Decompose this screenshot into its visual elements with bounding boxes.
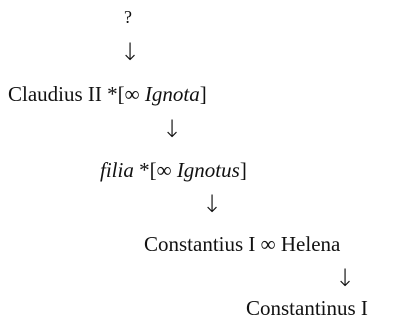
constantinus-label: Constantinus I: [246, 296, 368, 320]
claudius-name: Claudius II: [8, 82, 102, 106]
descent-arrow-4: ↓: [335, 264, 356, 292]
unknown-ancestor-node: ?: [124, 8, 132, 26]
filia-marriage-mark: *[∞: [133, 158, 177, 182]
claudius-node: Claudius II *[∞ Ignota]: [8, 84, 207, 105]
filia-name: filia: [100, 158, 134, 182]
constantinus-node: Constantinus I: [246, 298, 368, 319]
descent-arrow-3: ↓: [202, 190, 223, 218]
constantius-helena-label: Constantius I ∞ Helena: [144, 232, 341, 256]
filia-bracket-close: ]: [239, 158, 247, 182]
descent-arrow-2: ↓: [162, 115, 183, 143]
claudius-bracket-close: ]: [199, 82, 207, 106]
unknown-ancestor-label: ?: [124, 7, 132, 27]
filia-spouse: Ignotus: [176, 158, 240, 182]
filia-node: filia *[∞ Ignotus]: [100, 160, 247, 181]
claudius-marriage-mark: *[∞: [101, 82, 145, 106]
claudius-spouse: Ignota: [144, 82, 200, 106]
constantius-helena-node: Constantius I ∞ Helena: [144, 234, 340, 255]
descent-arrow-1: ↓: [120, 38, 141, 66]
